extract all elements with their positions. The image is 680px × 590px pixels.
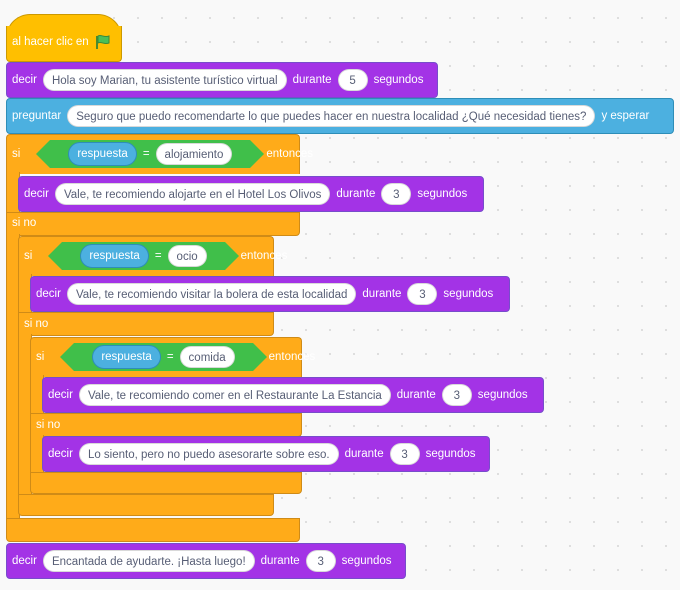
seconds-label: segundos [443, 288, 494, 300]
say-label: decir [12, 555, 37, 567]
seconds-label: segundos [341, 555, 392, 567]
else-label: si no [12, 217, 37, 229]
seconds-input[interactable]: 3 [381, 183, 412, 205]
if-label: si [24, 250, 33, 262]
during-label: durante [336, 188, 376, 200]
and-wait-label: y esperar [601, 110, 650, 122]
else-bar-2 [18, 312, 274, 336]
answer-reporter[interactable]: respuesta [80, 244, 149, 268]
if-label: si [12, 148, 21, 160]
equals-operator[interactable]: respuesta = alojamiento [36, 140, 265, 168]
say-text-input[interactable]: Hola soy Marian, tu asistente turístico … [42, 69, 287, 91]
compare-value-input[interactable]: ocio [167, 245, 207, 267]
equals-sign: = [166, 351, 174, 363]
seconds-label: segundos [477, 389, 528, 401]
equals-sign: = [142, 148, 150, 160]
seconds-input[interactable]: 3 [305, 550, 336, 572]
say-text-input[interactable]: Vale, te recomiendo comer en el Restaura… [78, 384, 391, 406]
seconds-input[interactable]: 3 [441, 384, 472, 406]
say-label: decir [48, 389, 73, 401]
say-text-input[interactable]: Encantada de ayudarte. ¡Hasta luego! [42, 550, 255, 572]
ask-text-input[interactable]: Seguro que puedo recomendarte lo que pue… [67, 105, 596, 127]
then-label: entonces [240, 250, 288, 262]
say-label: decir [12, 74, 37, 86]
seconds-label: segundos [425, 448, 476, 460]
compare-value-input[interactable]: comida [179, 346, 235, 368]
else-bar-1 [6, 212, 300, 236]
else-label: si no [36, 419, 61, 431]
if-else-foot-1 [6, 518, 300, 542]
during-label: durante [260, 555, 300, 567]
answer-reporter[interactable]: respuesta [68, 142, 137, 166]
event-label: al hacer clic en [12, 36, 89, 48]
say-text-input[interactable]: Vale, te recomiendo visitar la bolera de… [66, 283, 357, 305]
then-label: entonces [266, 148, 314, 160]
answer-reporter[interactable]: respuesta [92, 345, 161, 369]
say-label: decir [24, 188, 49, 200]
seconds-label: segundos [373, 74, 424, 86]
when-flag-clicked-block[interactable] [6, 26, 122, 62]
equals-sign: = [154, 250, 162, 262]
if-else-foot-3 [30, 472, 302, 494]
compare-value-input[interactable]: alojamiento [155, 143, 233, 165]
if-else-foot-2 [18, 494, 274, 516]
during-label: durante [362, 288, 402, 300]
equals-operator[interactable]: respuesta = comida [60, 343, 267, 371]
during-label: durante [292, 74, 332, 86]
say-text-input[interactable]: Lo siento, pero no puedo asesorarte sobr… [78, 443, 339, 465]
say-text-input[interactable]: Vale, te recomiendo alojarte en el Hotel… [54, 183, 331, 205]
say-label: decir [36, 288, 61, 300]
during-label: durante [344, 448, 384, 460]
seconds-input[interactable]: 3 [389, 443, 420, 465]
say-label: decir [48, 448, 73, 460]
then-label: entonces [268, 351, 316, 363]
if-label: si [36, 351, 45, 363]
else-label: si no [24, 318, 49, 330]
green-flag-icon [95, 35, 110, 49]
seconds-input[interactable]: 3 [407, 283, 438, 305]
else-bar-3 [30, 413, 302, 437]
during-label: durante [396, 389, 436, 401]
seconds-input[interactable]: 5 [337, 69, 368, 91]
seconds-label: segundos [417, 188, 468, 200]
ask-label: preguntar [12, 110, 62, 122]
equals-operator[interactable]: respuesta = ocio [48, 242, 240, 270]
